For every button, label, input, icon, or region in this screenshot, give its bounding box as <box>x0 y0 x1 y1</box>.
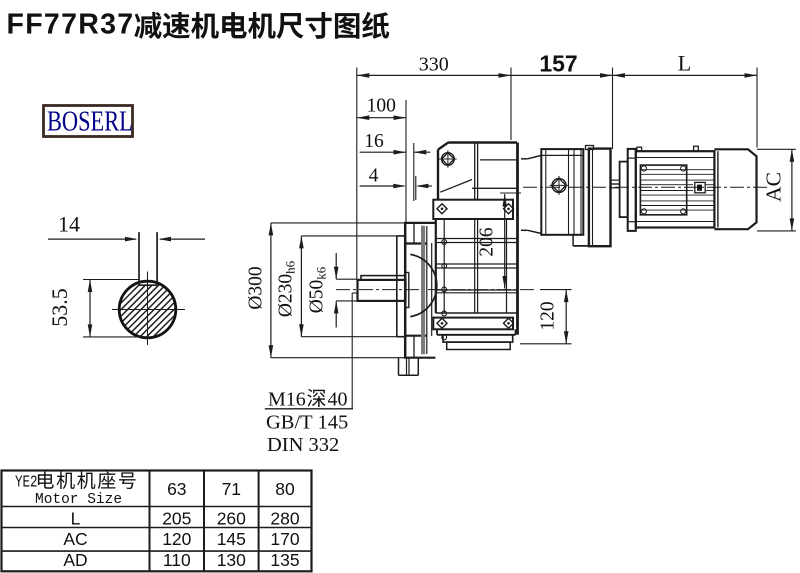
svg-text:205: 205 <box>162 509 191 529</box>
svg-text:80: 80 <box>275 479 295 499</box>
svg-text:L: L <box>678 50 691 75</box>
svg-text:BOSERL: BOSERL <box>47 106 133 137</box>
svg-text:330: 330 <box>419 53 449 75</box>
svg-text:AC: AC <box>762 172 786 202</box>
svg-text:14: 14 <box>58 212 80 237</box>
svg-text:63: 63 <box>167 479 186 499</box>
svg-text:53.5: 53.5 <box>47 288 72 327</box>
svg-text:Motor Size: Motor Size <box>35 492 122 508</box>
svg-text:DIN 332: DIN 332 <box>267 434 339 456</box>
svg-text:120: 120 <box>538 301 559 330</box>
svg-text:L: L <box>71 509 81 529</box>
svg-text:71: 71 <box>222 479 241 499</box>
svg-text:260: 260 <box>217 509 246 529</box>
svg-text:FF77R37: FF77R37 <box>7 9 135 41</box>
svg-text:16: 16 <box>364 131 384 152</box>
svg-text:206: 206 <box>477 227 498 257</box>
svg-text:100: 100 <box>367 96 396 117</box>
svg-text:135: 135 <box>270 550 299 570</box>
svg-text:110: 110 <box>163 550 191 570</box>
svg-text:AD: AD <box>63 550 87 570</box>
svg-text:280: 280 <box>270 509 299 529</box>
svg-text:170: 170 <box>270 529 299 549</box>
svg-text:145: 145 <box>217 529 246 549</box>
svg-text:130: 130 <box>217 550 246 570</box>
svg-text:4: 4 <box>369 166 379 187</box>
svg-text:M16: M16 <box>268 389 306 411</box>
svg-text:GB/T 145: GB/T 145 <box>266 412 348 434</box>
svg-text:YE2: YE2 <box>15 474 38 492</box>
svg-text:40: 40 <box>328 389 348 411</box>
svg-text:AC: AC <box>63 529 87 549</box>
svg-text:Ø300: Ø300 <box>246 266 267 309</box>
svg-text:157: 157 <box>539 50 577 76</box>
svg-text:Ø230h6: Ø230h6 <box>276 260 298 317</box>
svg-text:120: 120 <box>162 529 191 549</box>
